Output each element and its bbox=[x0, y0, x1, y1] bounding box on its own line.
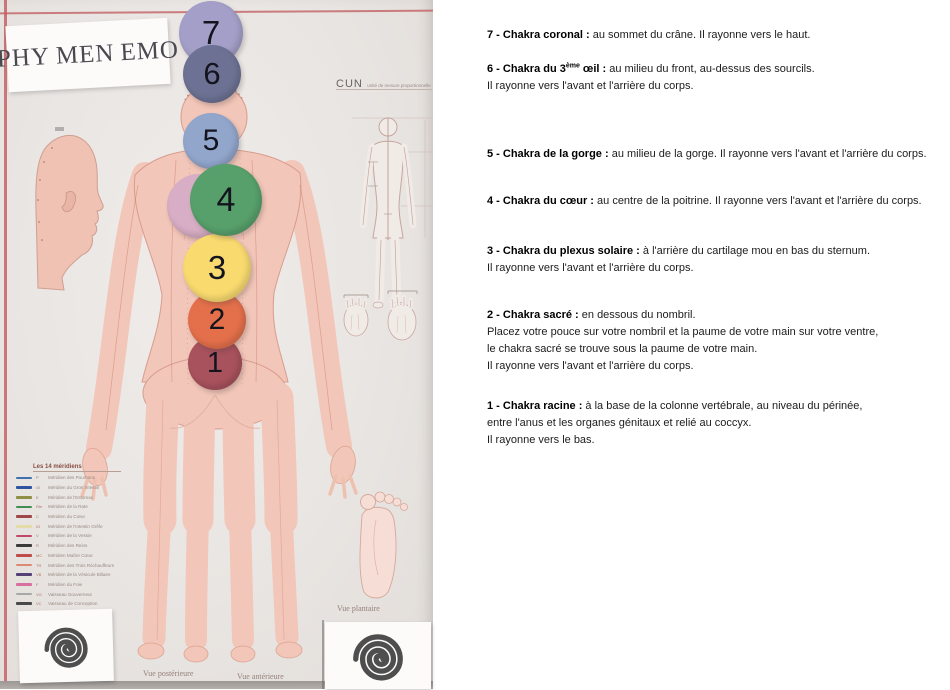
label-vue-anterieure: Vue antérieure bbox=[237, 672, 284, 681]
legend-swatch bbox=[16, 486, 32, 489]
poster-title-card: PHY MEN EMO bbox=[0, 17, 180, 93]
legend-swatch bbox=[16, 505, 32, 509]
legend-swatch bbox=[16, 563, 32, 567]
text-line: 1 - Chakra racine : à la base de la colo… bbox=[487, 400, 863, 412]
hand-diagrams bbox=[343, 290, 418, 341]
meridian-poster-photo: PHY MEN EMO CUN unité de mesure proporti… bbox=[0, 0, 434, 689]
legend-swatch bbox=[16, 583, 32, 586]
spiral-logo-card-right bbox=[325, 622, 431, 689]
poster-fold-line bbox=[322, 620, 324, 689]
legend-title: Les 14 méridiens bbox=[33, 464, 121, 472]
chakra-disc-4: 4 bbox=[190, 164, 262, 236]
foot-diagram bbox=[359, 491, 408, 599]
legend-swatch bbox=[16, 534, 32, 538]
chakra-disc-5: 5 bbox=[183, 113, 239, 169]
chakra-5-description: 5 - Chakra de la gorge : au milieu de la… bbox=[487, 146, 950, 163]
chakra-number: 7 bbox=[201, 14, 221, 51]
cun-title: CUN bbox=[336, 78, 363, 90]
body-figure bbox=[80, 82, 358, 663]
chakra-number: 4 bbox=[216, 180, 236, 219]
head-profile-figure bbox=[35, 127, 104, 291]
spiral-logo-card-left bbox=[18, 608, 114, 684]
text-line: Placez votre pouce sur votre nombril et … bbox=[487, 326, 879, 338]
ornament-spiral-icon bbox=[54, 74, 55, 84]
chakra-4-description: 4 - Chakra du cœur : au centre de la poi… bbox=[487, 193, 950, 210]
legend-swatch bbox=[16, 592, 32, 596]
chakra-number: 2 bbox=[208, 303, 226, 336]
legend-swatch bbox=[16, 495, 32, 499]
chakra-7-description: 7 - Chakra coronal : au sommet du crâne.… bbox=[487, 27, 950, 44]
text-line: Il rayonne vers l'avant et l'arrière du … bbox=[487, 80, 694, 92]
text-line: 3 - Chakra du plexus solaire : à l'arriè… bbox=[487, 245, 871, 257]
legend-swatch bbox=[16, 515, 32, 518]
spiral-logo-icon bbox=[38, 616, 94, 676]
chakra-number: 1 bbox=[206, 346, 224, 379]
label-vue-plantaire: Vue plantaire bbox=[337, 604, 380, 613]
legend-swatch bbox=[16, 524, 32, 528]
text-line: Il rayonne vers le bas. bbox=[487, 434, 595, 446]
poster-title-segment: PHY bbox=[0, 43, 51, 73]
poster-title-segment: EMO bbox=[119, 36, 180, 67]
legend-swatch bbox=[16, 602, 32, 606]
chakra-6-description: 6 - Chakra du 3ème œil : au milieu du fr… bbox=[487, 61, 950, 95]
text-line: 7 - Chakra coronal : au sommet du crâne.… bbox=[487, 29, 811, 41]
poster-title-segment: MEN bbox=[55, 39, 116, 70]
text-line: 6 - Chakra du 3ème œil : au milieu du fr… bbox=[487, 62, 815, 75]
legend-swatch bbox=[16, 554, 32, 557]
legend-swatch bbox=[16, 573, 32, 577]
legend-swatch bbox=[16, 476, 32, 480]
cun-figure bbox=[352, 117, 433, 309]
text-line: 2 - Chakra sacré : en dessous du nombril… bbox=[487, 309, 696, 321]
label-vue-posterieure: Vue postérieure bbox=[143, 669, 194, 678]
text-line: 5 - Chakra de la gorge : au milieu de la… bbox=[487, 148, 927, 160]
chakra-2-description: 2 - Chakra sacré : en dessous du nombril… bbox=[487, 307, 950, 375]
cun-underline bbox=[336, 89, 432, 90]
cun-subtitle: unité de mesure proportionnelle bbox=[367, 83, 431, 88]
chakra-disc-2: 2 bbox=[188, 291, 246, 349]
poster-anatomy-art bbox=[35, 82, 433, 663]
legend-swatch bbox=[16, 544, 32, 547]
text-line: entre l'anus et les organes génitaux et … bbox=[487, 417, 752, 429]
text-line: le chakra sacré se trouve sous la paume … bbox=[487, 343, 758, 355]
cun-section-header: CUN unité de mesure proportionnelle bbox=[336, 74, 431, 92]
poster-left-border bbox=[4, 0, 7, 689]
chakra-1-description: 1 - Chakra racine : à la base de la colo… bbox=[487, 398, 950, 449]
text-line: 4 - Chakra du cœur : au centre de la poi… bbox=[487, 195, 922, 207]
spiral-logo-icon bbox=[347, 622, 409, 690]
chakra-number: 5 bbox=[202, 124, 220, 157]
ornament-spiral-icon bbox=[118, 70, 119, 80]
poster-bottom-edge bbox=[0, 681, 433, 689]
text-line: Il rayonne vers l'avant et l'arrière du … bbox=[487, 360, 694, 372]
chakra-number: 6 bbox=[203, 56, 221, 91]
chakra-3-description: 3 - Chakra du plexus solaire : à l'arriè… bbox=[487, 243, 950, 277]
chakra-number: 3 bbox=[207, 249, 227, 286]
chakra-disc-6: 6 bbox=[183, 45, 241, 103]
chakra-disc-3: 3 bbox=[183, 234, 251, 302]
text-line: Il rayonne vers l'avant et l'arrière du … bbox=[487, 262, 694, 274]
